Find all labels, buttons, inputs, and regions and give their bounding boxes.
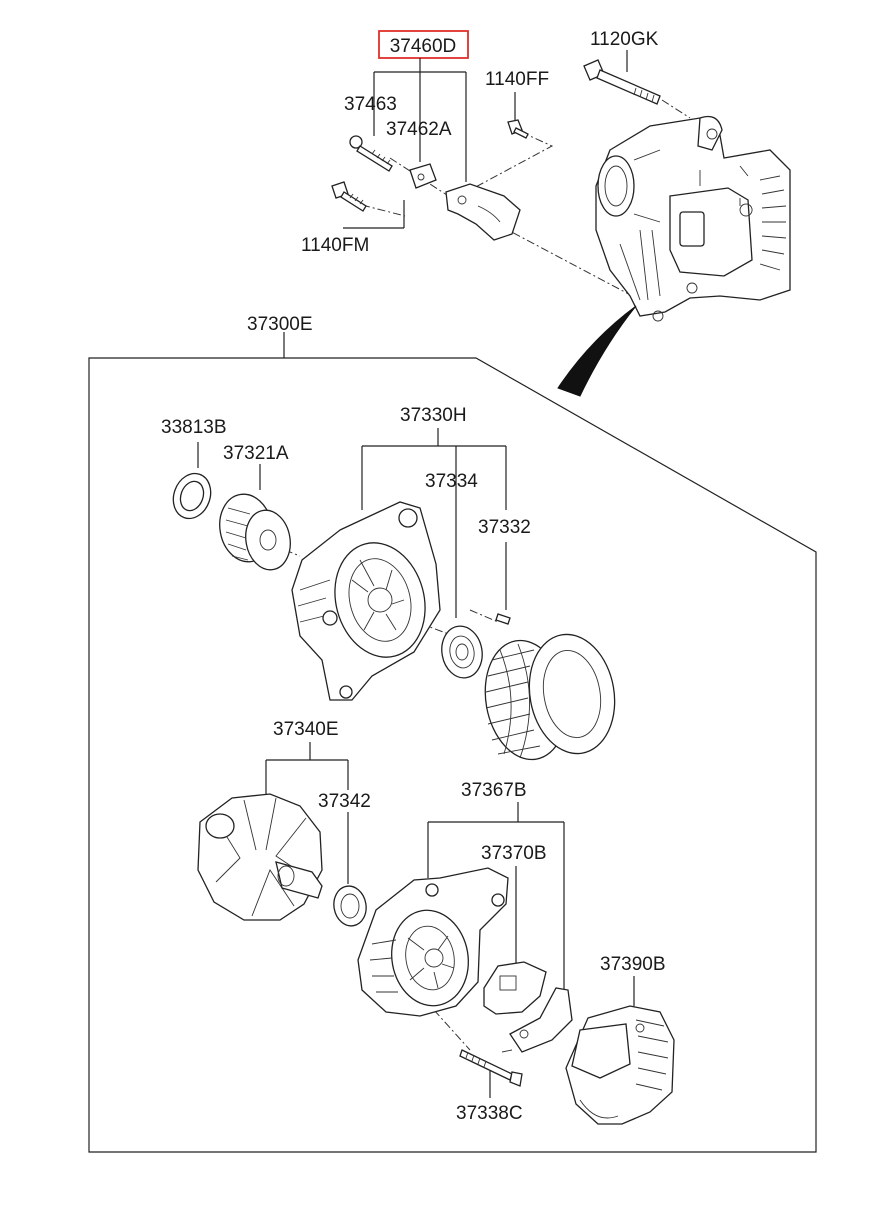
bracket-37462A-drawing	[409, 163, 437, 189]
label-37370B[interactable]: 37370B	[481, 843, 547, 864]
label-1140FF[interactable]: 1140FF	[485, 69, 549, 90]
stator-drawing	[484, 633, 616, 761]
label-37330H[interactable]: 37330H	[400, 405, 467, 426]
label-33813B[interactable]: 33813B	[161, 417, 227, 438]
top-leader-lines	[343, 30, 628, 229]
frame-leader-lines	[197, 428, 635, 1098]
top-dashed-lines	[361, 99, 691, 301]
bracket-37460D-drawing	[445, 183, 521, 241]
regulator-37370B-drawing	[483, 961, 573, 1053]
part-labels: 37460D 37463 37462A 1140FM 1140FF 1120GK…	[161, 29, 666, 1124]
gasket-33813B-drawing	[172, 472, 212, 520]
label-37462A[interactable]: 37462A	[386, 119, 452, 140]
bearing-37334-drawing	[441, 625, 483, 679]
rear-bracket-37367B-drawing	[357, 867, 509, 1017]
pulley-37321A-drawing	[219, 493, 291, 571]
label-1120GK[interactable]: 1120GK	[590, 29, 659, 50]
label-37390B[interactable]: 37390B	[600, 954, 666, 975]
bolt-1120GK-drawing	[583, 59, 661, 105]
rear-cover-37390B-drawing	[565, 1005, 675, 1125]
label-37338C[interactable]: 37338C	[456, 1103, 523, 1124]
highlight-box	[378, 30, 469, 59]
label-37300E[interactable]: 37300E	[247, 314, 313, 335]
front-bracket-37330H-drawing	[291, 501, 441, 701]
label-1140FM[interactable]: 1140FM	[301, 235, 369, 256]
bolt-1140FM-drawing	[331, 181, 367, 212]
bolt-37463-drawing	[349, 135, 393, 172]
detail-pointer	[557, 305, 637, 397]
bolt-1140FF-drawing	[507, 119, 529, 139]
assembly-frame	[88, 332, 817, 1153]
label-37463[interactable]: 37463	[344, 94, 397, 115]
through-bolt-37338C-drawing	[459, 1049, 523, 1087]
label-37334[interactable]: 37334	[425, 471, 478, 492]
label-37340E[interactable]: 37340E	[273, 719, 339, 740]
label-37460D[interactable]: 37460D	[390, 36, 457, 57]
label-37321A[interactable]: 37321A	[223, 443, 289, 464]
screw-37332-drawing	[495, 613, 511, 625]
alternator-assembly-drawing	[595, 115, 791, 322]
label-37332[interactable]: 37332	[478, 517, 531, 538]
label-37342[interactable]: 37342	[318, 791, 371, 812]
label-37367B[interactable]: 37367B	[461, 780, 527, 801]
bearing-37342-drawing	[333, 885, 367, 927]
rotor-37340E-drawing	[197, 793, 323, 921]
